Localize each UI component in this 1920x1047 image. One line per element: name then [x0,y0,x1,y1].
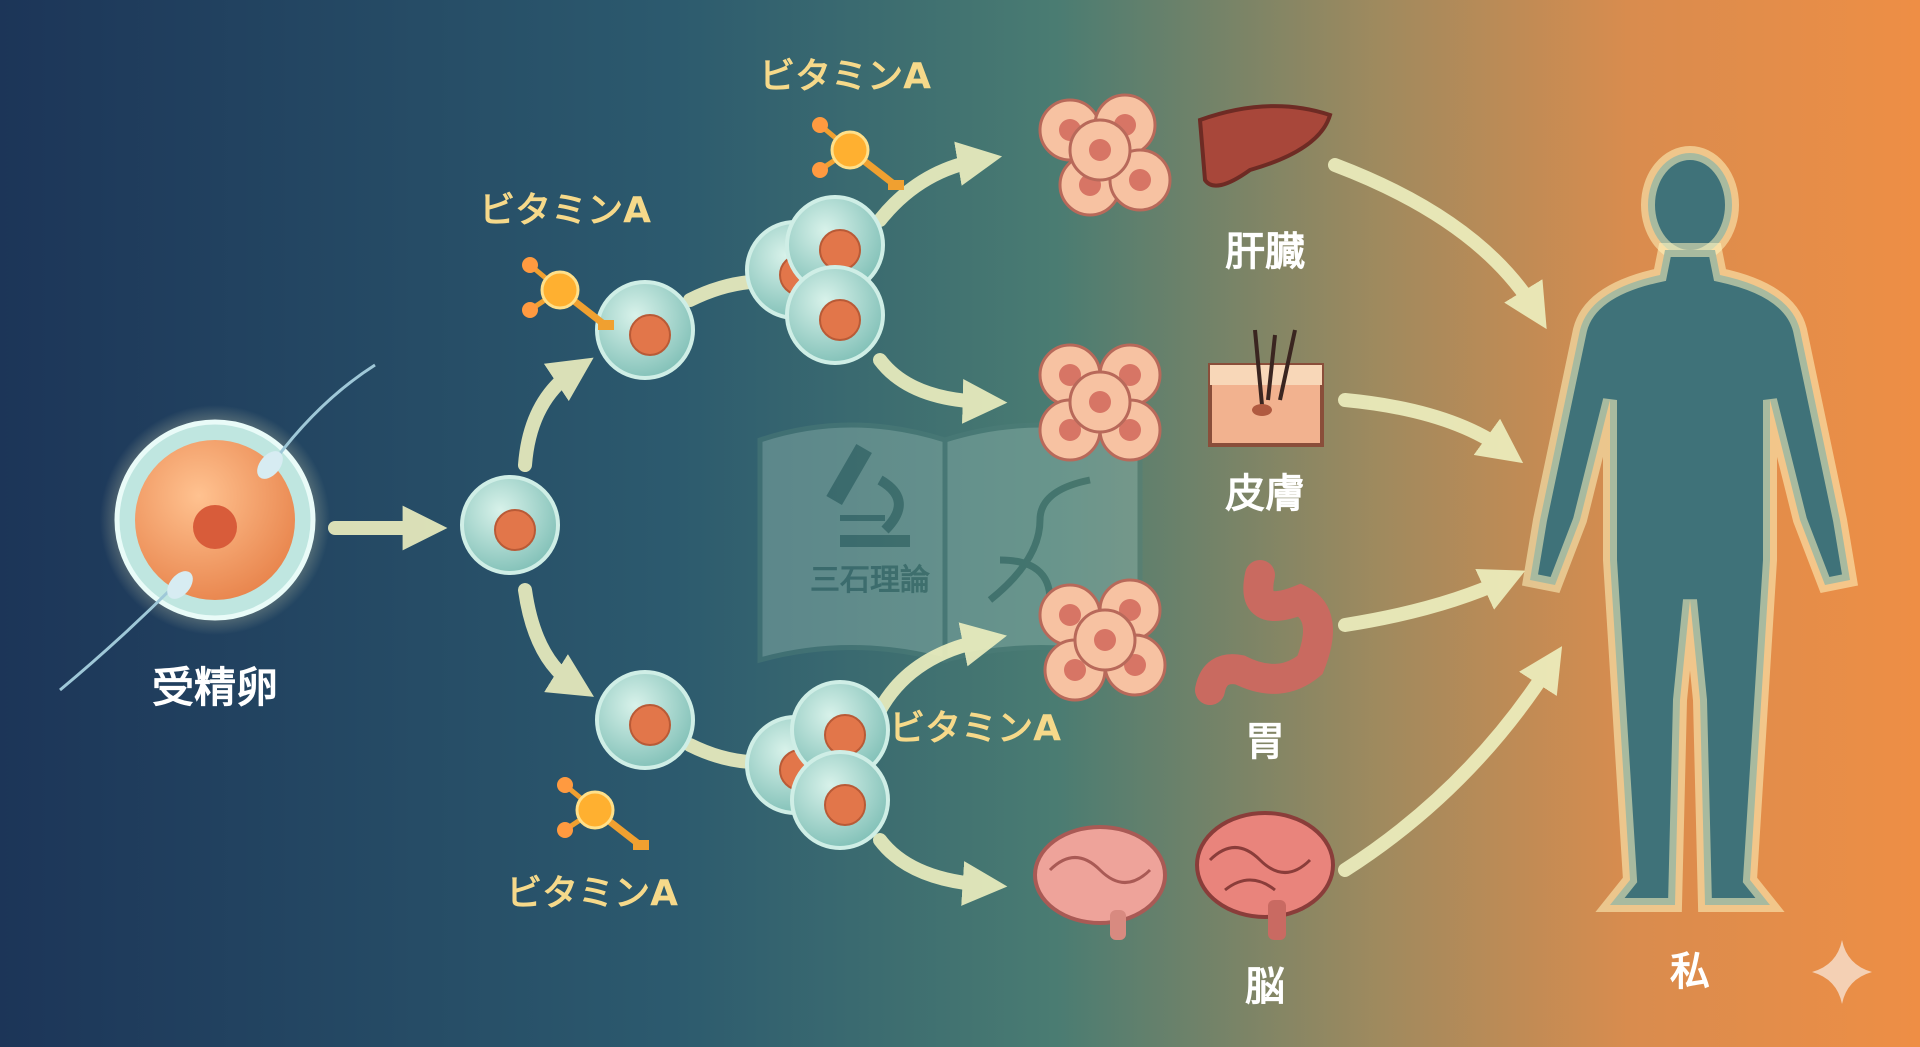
book-watermark: 三石理論 [757,422,1143,664]
self-label: 私 [1670,949,1710,995]
microscope-icon [826,444,910,547]
vitamin-a-label: ビタミンA [479,190,651,231]
watermark-text: 三石理論 [810,563,930,598]
cell-lower-icon [595,670,695,770]
vitamin-a-label: ビタミンA [889,708,1061,749]
vitamin-a-label: ビタミンA [759,56,931,97]
organ-label-stomach: 胃 [1245,719,1285,765]
human-figure-icon [1521,146,1859,912]
brain-tissue-icon [1033,825,1167,940]
stomach-icon [1195,560,1333,705]
stem-cell-icon [460,475,560,575]
sparkle-icon [1812,940,1872,1004]
skin-icon [1208,329,1324,447]
organ-label-liver: 肝臓 [1225,229,1305,275]
stomach-tissue-icon [1038,578,1167,702]
organ-label-brain: 脳 [1245,964,1285,1010]
fertilized-egg-icon [59,363,376,692]
brain-icon [1195,811,1335,940]
vitamin-a-label: ビタミンA [506,873,678,914]
organ-label-skin: 皮膚 [1225,471,1305,517]
flow-arrows [328,141,1563,906]
fertilized-egg-label: 受精卵 [152,663,278,712]
liver-icon [1197,104,1333,188]
